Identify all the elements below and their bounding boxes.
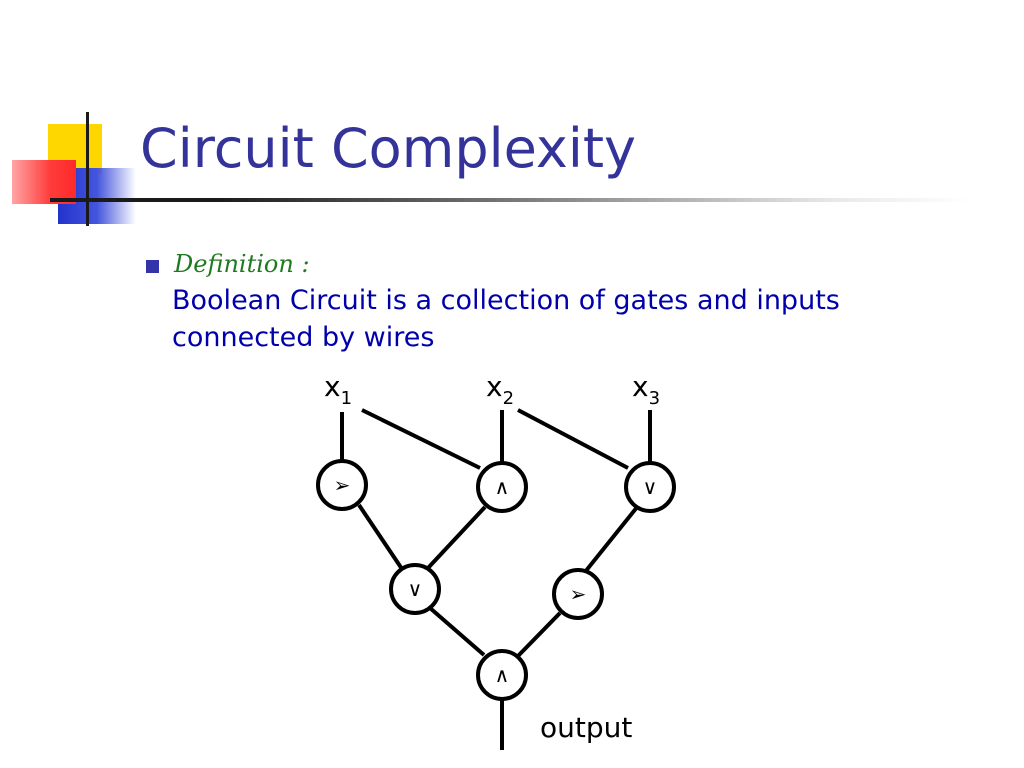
wire-or2-to-not2	[583, 504, 640, 574]
definition-label: Definition :	[174, 250, 310, 278]
gate-or-1: ∨	[389, 563, 441, 615]
wire-x2-to-or2	[517, 408, 629, 470]
page-title: Circuit Complexity	[140, 117, 636, 180]
input-x1-label: x1	[324, 370, 352, 409]
input-x2-label: x2	[486, 370, 514, 409]
gate-and-2-circle	[476, 649, 528, 701]
gate-or-2-circle	[624, 461, 676, 513]
title-underline	[50, 198, 970, 202]
gate-and-2: ∧	[476, 649, 528, 701]
definition-text-line-1: Boolean Circuit is a collection of gates…	[172, 285, 840, 316]
gate-not-1: ➢	[316, 459, 368, 511]
and-wedge-icon: ∧	[495, 663, 510, 687]
wire-not2-to-and2	[516, 611, 562, 658]
input-x3-label: x3	[632, 370, 660, 409]
or-vee-icon: ∨	[643, 475, 658, 499]
wire-and1-to-or1	[426, 505, 487, 570]
gate-or-1-circle	[389, 563, 441, 615]
input-labels: x1 x2 x3	[324, 370, 660, 409]
wire-not1-to-or1	[357, 503, 404, 571]
decor-vertical-line	[86, 112, 89, 226]
gate-and-1-circle	[476, 461, 528, 513]
not-gate-arrow-icon: ➢	[570, 582, 587, 606]
decor-red-square	[12, 160, 76, 204]
gate-not-2-circle	[552, 568, 604, 620]
circuit-wires	[340, 408, 652, 750]
bullet-icon	[146, 260, 159, 273]
gate-not-1-circle	[316, 459, 368, 511]
gate-and-1: ∧	[476, 461, 528, 513]
not-gate-arrow-icon: ➢	[334, 473, 351, 497]
gate-or-2: ∨	[624, 461, 676, 513]
gate-not-2: ➢	[552, 568, 604, 620]
output-label: output	[540, 711, 632, 744]
or-vee-icon: ∨	[408, 577, 423, 601]
wire-x1-to-and1	[361, 408, 481, 470]
and-wedge-icon: ∧	[495, 475, 510, 499]
wire-or1-to-and2	[428, 606, 486, 657]
definition-text-line-2: connected by wires	[172, 322, 435, 353]
